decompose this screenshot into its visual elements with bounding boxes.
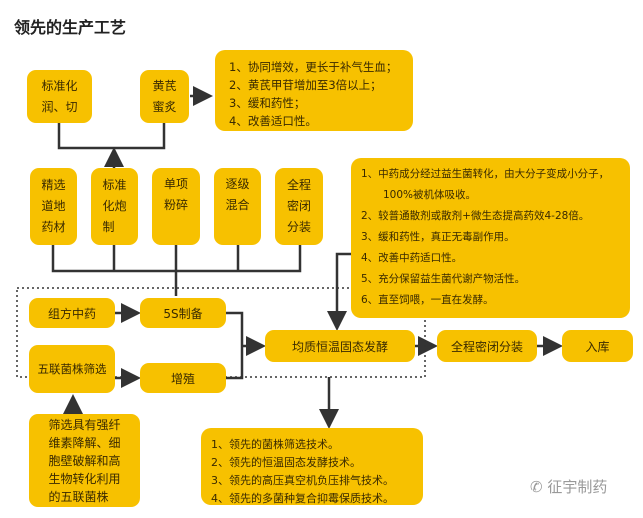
step-sealed-packing: 全程密闭分装 bbox=[275, 168, 323, 245]
list-item: 2、领先的恒温固态发酵技术。 bbox=[211, 456, 361, 469]
strain-note: 筛选具有强纤 维素降解、细 胞壁破解和高 生物转化利用 的五联菌株 bbox=[29, 414, 140, 507]
label: 密闭 bbox=[286, 199, 311, 213]
label: 黄芪 bbox=[152, 78, 177, 93]
label: 混合 bbox=[225, 198, 250, 212]
box-strain-screening: 五联菌株筛选 bbox=[29, 345, 115, 393]
box-storage: 入库 bbox=[562, 330, 633, 362]
list-item: 1、协同增效，更长于补气生血； bbox=[229, 60, 398, 74]
wechat-icon: ✆ bbox=[530, 478, 543, 496]
label: 润、切 bbox=[41, 99, 78, 114]
list-item: 3、领先的高压真空机负压排气技术。 bbox=[211, 474, 394, 487]
box-formula: 组方中药 bbox=[29, 298, 115, 328]
watermark-text: 征宇制药 bbox=[547, 478, 608, 496]
label: 维素降解、细 bbox=[48, 435, 121, 450]
page-title: 领先的生产工艺 bbox=[14, 18, 127, 37]
box-honey-roast: 黄芪蜜炙 bbox=[140, 70, 189, 123]
label: 胞壁破解和高 bbox=[48, 453, 121, 468]
label: 药材 bbox=[41, 220, 66, 234]
list-item: 2、黄芪甲苷增加至3倍以上； bbox=[229, 78, 382, 92]
box-sealed-packing: 全程密闭分装 bbox=[437, 330, 537, 362]
list-item: 3、缓和药性； bbox=[229, 96, 306, 110]
label: 生物转化利用 bbox=[48, 471, 121, 486]
honey-benefits-list: 1、协同增效，更长于补气生血； 2、黄芪甲苷增加至3倍以上； 3、缓和药性； 4… bbox=[215, 50, 413, 131]
label: 化炮 bbox=[102, 199, 127, 213]
step-grinding: 单项粉碎 bbox=[152, 168, 200, 245]
step-mixing: 逐级混合 bbox=[214, 168, 261, 245]
list-item: 3、缓和药性，真正无毒副作用。 bbox=[361, 231, 515, 243]
watermark: ✆ 征宇制药 bbox=[530, 476, 607, 497]
step-standard-processing: 标准化炮制 bbox=[91, 168, 138, 245]
label: 蜜炙 bbox=[152, 99, 177, 114]
label: 的五联菌株 bbox=[48, 489, 109, 504]
list-item: 1、领先的菌株筛选技术。 bbox=[211, 438, 339, 451]
label: 分装 bbox=[286, 220, 311, 234]
list-item: 2、较普通散剂或散剂+微生态提高药效4-28倍。 bbox=[361, 210, 590, 222]
box-propagation: 增殖 bbox=[140, 363, 226, 393]
box-5s-prep: 5S制备 bbox=[140, 298, 226, 328]
technology-list: 1、领先的菌株筛选技术。 2、领先的恒温固态发酵技术。 3、领先的高压真空机负压… bbox=[201, 428, 423, 505]
list-item: 4、改善中药适口性。 bbox=[361, 252, 463, 264]
label: 全程 bbox=[286, 178, 311, 192]
list-item: 5、充分保留益生菌代谢产物活性。 bbox=[361, 273, 526, 285]
box-standard-cut: 标准化润、切 bbox=[27, 70, 92, 123]
label: 单项 bbox=[163, 177, 188, 191]
list-item: 4、改善适口性。 bbox=[229, 114, 317, 128]
label: 逐级 bbox=[225, 177, 250, 191]
label: 精选 bbox=[41, 178, 66, 192]
label: 标准化 bbox=[41, 78, 78, 93]
list-item: 100%被机体吸收。 bbox=[383, 189, 477, 201]
step-select-herbs: 精选道地药材 bbox=[30, 168, 77, 245]
label: 道地 bbox=[41, 199, 66, 213]
box-fermentation: 均质恒温固态发酵 bbox=[265, 330, 415, 362]
label: 标准 bbox=[102, 178, 127, 192]
label: 制 bbox=[102, 220, 115, 234]
list-item: 1、中药成分经过益生菌转化，由大分子变成小分子， bbox=[361, 168, 610, 180]
list-item: 6、直至饲喂，一直在发酵。 bbox=[361, 294, 494, 306]
list-item: 4、领先的多菌种复合抑霉保质技术。 bbox=[211, 492, 394, 505]
fermentation-benefits-list: 1、中药成分经过益生菌转化，由大分子变成小分子， 100%被机体吸收。 2、较普… bbox=[351, 158, 630, 318]
label: 筛选具有强纤 bbox=[48, 417, 121, 432]
label: 粉碎 bbox=[163, 198, 188, 212]
